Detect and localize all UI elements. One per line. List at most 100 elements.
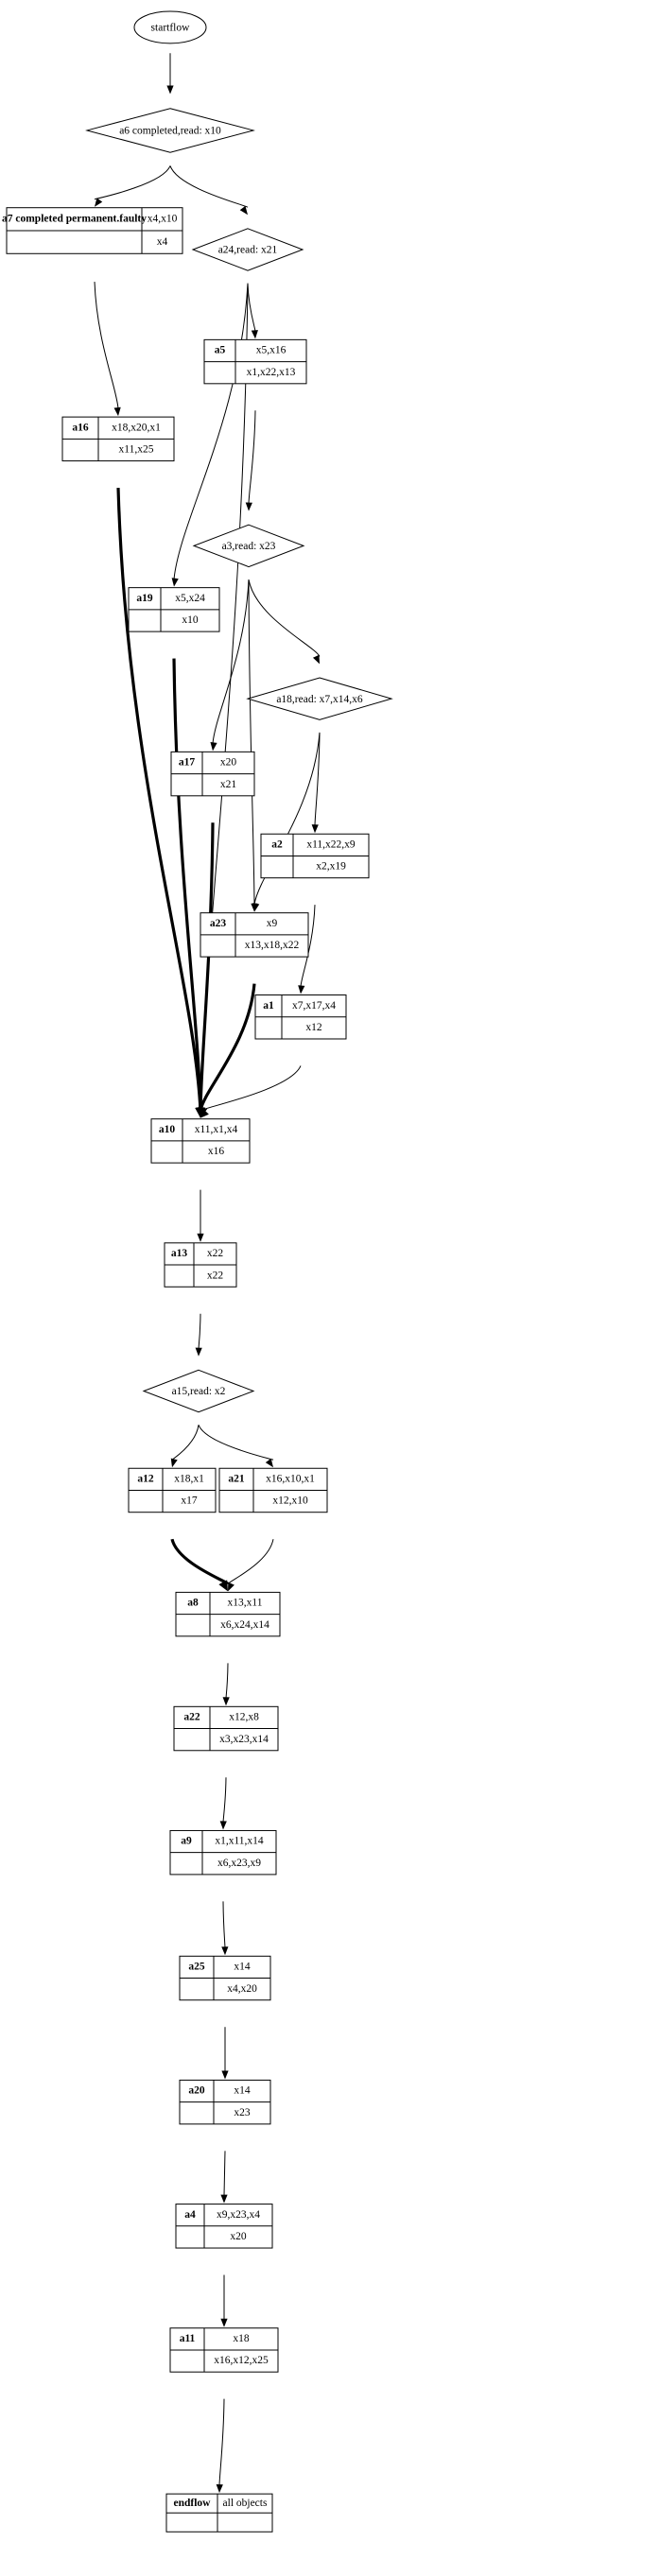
svg-text:endflow: endflow (174, 2498, 212, 2509)
edge-line (200, 1065, 302, 1112)
node-a3[interactable]: a3,read: x23 (192, 524, 305, 568)
diamond-shape (192, 524, 305, 568)
svg-text:a7 completed permanent.faulty: a7 completed permanent.faulty (2, 213, 147, 224)
edge-a12-to-a8 (170, 1538, 230, 1592)
arrowhead (171, 578, 179, 587)
svg-text:x13,x11: x13,x11 (228, 1598, 263, 1609)
svg-text:x23: x23 (234, 2107, 251, 2118)
node-a13[interactable]: a13 x22 x22 (164, 1242, 237, 1288)
node-a6[interactable]: a6 completed,read: x10 (85, 108, 255, 153)
diamond-shape (142, 1369, 255, 1413)
edge-a3-to-a23 (248, 579, 258, 912)
svg-text:a12: a12 (137, 1474, 154, 1485)
arrowhead (219, 1821, 227, 1830)
edge-line (223, 2151, 226, 2196)
svg-text:x7,x17,x4: x7,x17,x4 (292, 1000, 336, 1011)
svg-text:x12: x12 (305, 1022, 322, 1033)
edge-line (198, 1425, 274, 1461)
svg-text:a13: a13 (171, 1248, 188, 1259)
arrowhead (252, 903, 260, 912)
svg-text:a25: a25 (188, 1962, 205, 1973)
svg-text:x22: x22 (207, 1248, 224, 1259)
svg-text:a16: a16 (72, 422, 89, 433)
svg-text:x1,x11,x14: x1,x11,x14 (215, 1836, 264, 1847)
arrowhead (221, 2070, 229, 2080)
edge-line (199, 983, 256, 1112)
edge-a4-to-a11 (220, 2274, 228, 2327)
svg-text:a20: a20 (188, 2085, 205, 2097)
arrowhead (222, 1697, 230, 1706)
edge-a13-to-a15 (195, 1313, 202, 1357)
svg-text:a23: a23 (210, 918, 227, 929)
edge-line (212, 579, 250, 744)
svg-text:x4: x4 (157, 236, 168, 248)
arrowhead (170, 1458, 178, 1468)
svg-text:x10: x10 (182, 614, 199, 626)
svg-text:a5: a5 (215, 345, 226, 356)
svg-text:x22: x22 (207, 1270, 224, 1281)
svg-text:x6,x23,x9: x6,x23,x9 (217, 1858, 261, 1869)
arrowhead (265, 1458, 273, 1468)
edge-line (170, 1538, 230, 1585)
arrowhead (195, 1107, 205, 1118)
edge-a5-to-a3 (245, 410, 256, 511)
edge-a15-to-a12 (170, 1425, 200, 1468)
node-a15[interactable]: a15,read: x2 (142, 1369, 255, 1413)
edge-a6-to-a24 (169, 165, 249, 216)
svg-text:a11: a11 (180, 2333, 196, 2344)
arrowhead (166, 85, 174, 95)
edge-line (94, 282, 119, 409)
edge-line (198, 1313, 201, 1349)
svg-text:a4: a4 (184, 2209, 196, 2221)
node-startflow[interactable]: startflow (133, 10, 207, 44)
svg-text:a19: a19 (136, 593, 153, 604)
edge-line (94, 165, 171, 200)
node-layer: startflow a6 completed,read: x10 a7 comple… (2, 10, 393, 2533)
arrowhead (210, 742, 217, 752)
svg-text:x5,x16: x5,x16 (256, 345, 287, 356)
svg-text:x21: x21 (220, 779, 237, 790)
arrowhead (239, 205, 248, 216)
svg-text:x4,x10: x4,x10 (148, 213, 178, 224)
svg-text:a24,read: x21: a24,read: x21 (218, 245, 278, 256)
svg-text:a21: a21 (228, 1474, 245, 1485)
svg-text:a15,read: x2: a15,read: x2 (172, 1386, 226, 1397)
edge-a15-to-a21 (198, 1425, 274, 1468)
svg-text:a6 completed,read: x10: a6 completed,read: x10 (119, 126, 221, 137)
edge-line (248, 579, 255, 905)
arrowhead (221, 1946, 229, 1956)
svg-text:x16,x10,x1: x16,x10,x1 (266, 1474, 315, 1485)
arrowhead (220, 2318, 228, 2327)
edge-line (172, 658, 202, 1111)
edge-line (248, 579, 321, 657)
node-a24[interactable]: a24,read: x21 (191, 228, 304, 271)
svg-text:x2,x19: x2,x19 (316, 861, 346, 873)
svg-text:x20: x20 (220, 757, 237, 769)
edge-a21-to-a8 (227, 1539, 274, 1592)
edge-a16-to-a10 (116, 488, 205, 1118)
diamond-shape (246, 677, 393, 720)
svg-text:x13,x18,x22: x13,x18,x22 (245, 940, 300, 951)
edge-a11-to-endflow (216, 2398, 225, 2494)
node-a18[interactable]: a18,read: x7,x14,x6 (246, 677, 393, 720)
svg-text:x11,x1,x4: x11,x1,x4 (195, 1124, 238, 1135)
